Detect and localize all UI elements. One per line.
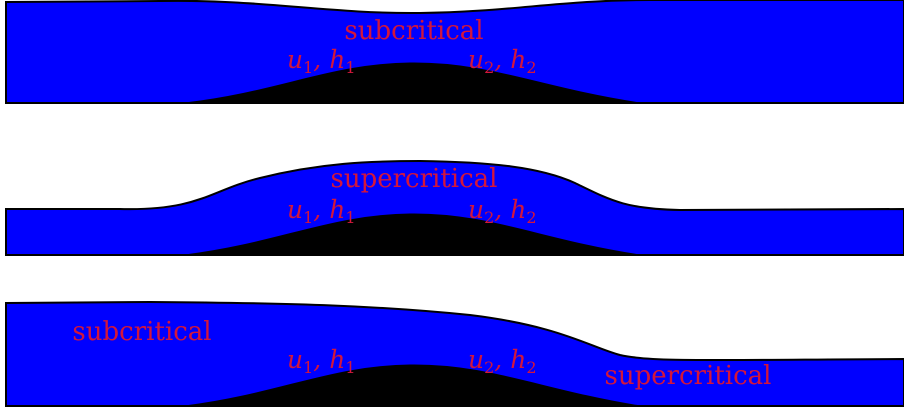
inlet-state-label: u1, h1 <box>287 45 356 77</box>
inlet-state-label: u1, h1 <box>287 345 356 377</box>
regime-label-downstream: supercritical <box>605 361 772 391</box>
regime-label-supercritical: supercritical <box>331 164 498 194</box>
panel-subcritical: subcritical u1, h1 u2, h2 <box>6 0 904 103</box>
outlet-state-label: u2, h2 <box>468 45 537 77</box>
inlet-state-label: u1, h1 <box>287 195 356 227</box>
regime-label-upstream: subcritical <box>72 317 211 347</box>
outlet-state-label: u2, h2 <box>468 345 537 377</box>
panel-supercritical: supercritical u1, h1 u2, h2 <box>6 161 904 255</box>
regime-label-subcritical: subcritical <box>344 16 483 46</box>
panel-transition: subcritical supercritical u1, h1 u2, h2 <box>6 302 904 406</box>
outlet-state-label: u2, h2 <box>468 195 537 227</box>
